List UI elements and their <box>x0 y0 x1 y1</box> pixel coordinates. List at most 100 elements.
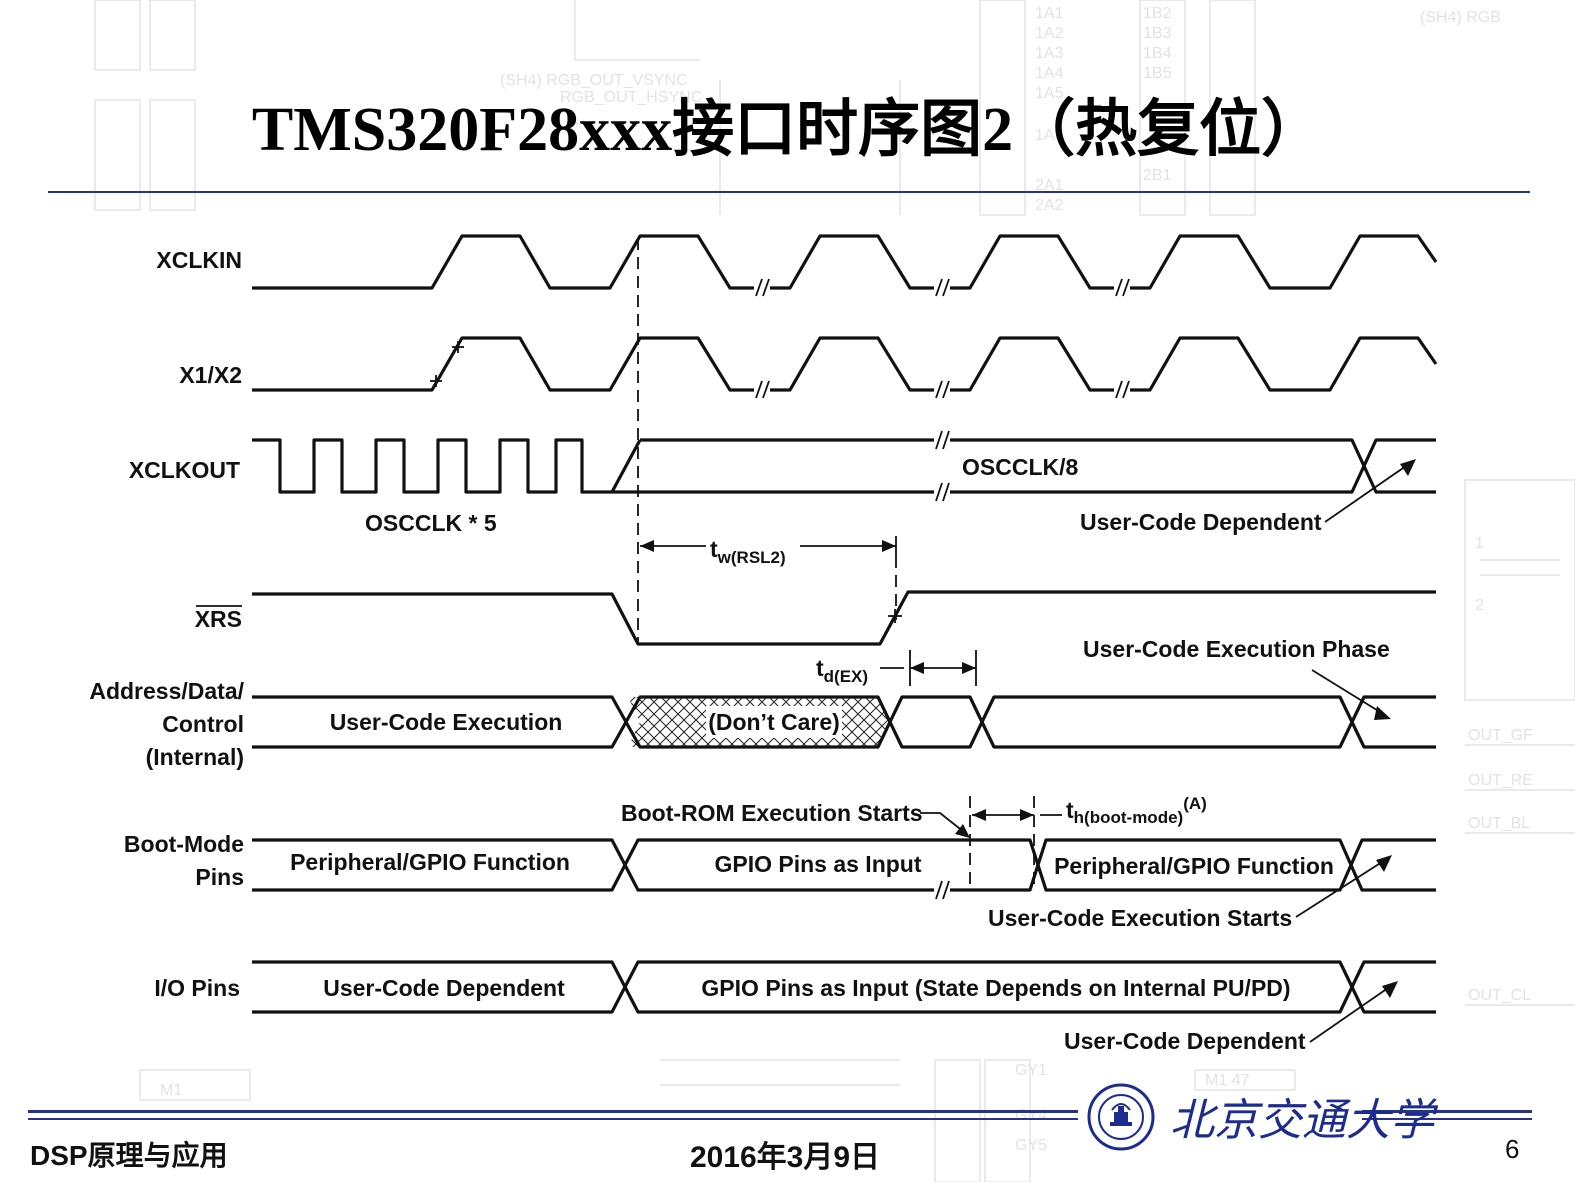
x1x2-waveform <box>252 336 1438 392</box>
footer-rule-left-bottom <box>28 1118 1078 1120</box>
svg-text:M1: M1 <box>160 1082 182 1099</box>
svg-text:1B3: 1B3 <box>1143 25 1172 42</box>
label-peripheral-gpio-2: Peripheral/GPIO Function <box>1054 853 1334 879</box>
arrowhead-exec-phase <box>1374 706 1391 720</box>
svg-text:1A3: 1A3 <box>1035 45 1064 62</box>
x1x2-break-marks <box>754 380 1130 399</box>
label-internal: (Internal) <box>146 744 244 770</box>
label-td-ex: td(EX) <box>816 655 868 686</box>
label-address-data: Address/Data/ <box>89 678 244 704</box>
th-arrow-left <box>972 809 986 821</box>
label-user-code-dependent-2: User-Code Dependent <box>1064 1028 1306 1054</box>
pointer-boot-rom-starts <box>920 812 965 833</box>
svg-text:1A4: 1A4 <box>1035 65 1064 82</box>
svg-text:1A1: 1A1 <box>1035 5 1064 22</box>
svg-text:1: 1 <box>1475 535 1484 552</box>
svg-text:2: 2 <box>1475 597 1484 614</box>
svg-text:M1 47: M1 47 <box>1205 1072 1250 1089</box>
footer-date: 2016年3月9日 <box>689 1141 881 1174</box>
boot-mode-waveform <box>252 838 1436 892</box>
svg-text:OUT_RE: OUT_RE <box>1468 772 1533 789</box>
periph-gpio-2-bg <box>1052 852 1334 880</box>
university-name: 北京交通大学 <box>1170 1096 1434 1145</box>
university-seal-icon <box>1087 1083 1155 1151</box>
tw-arrow-right <box>882 540 896 552</box>
tw-arrow-left <box>640 540 654 552</box>
label-oscclk-div8: OSCCLK/8 <box>962 454 1079 480</box>
xclkout-transition <box>610 439 642 493</box>
svg-text:1B5: 1B5 <box>1143 65 1172 82</box>
label-xclkin: XCLKIN <box>156 247 242 273</box>
xclkout-end-cross-b <box>1340 438 1436 494</box>
xclkin-waveform <box>252 234 1438 290</box>
td-arrow-right <box>962 662 976 674</box>
svg-text:GY1: GY1 <box>1015 1062 1047 1079</box>
footer-rule-right-bottom <box>1362 1118 1532 1120</box>
address-bus-waveform <box>252 695 1436 749</box>
label-user-code-execution: User-Code Execution <box>330 709 563 735</box>
pointer-user-code-exec-starts <box>1295 861 1383 918</box>
boot-mode-break-marks <box>934 880 950 900</box>
svg-text:OUT_GF: OUT_GF <box>1468 727 1533 744</box>
pointer-exec-phase <box>1311 669 1381 713</box>
svg-text:1B4: 1B4 <box>1143 45 1172 62</box>
svg-text:RGB_OUT_HSYNC: RGB_OUT_HSYNC <box>560 89 702 106</box>
footer-rule-left-top <box>28 1110 1078 1113</box>
svg-text:2A1: 2A1 <box>1035 177 1064 194</box>
arrowhead-user-code-dependent-2 <box>1382 981 1398 998</box>
bus-cross-bg <box>600 697 640 747</box>
svg-text:1B2: 1B2 <box>1143 5 1172 22</box>
footer-rule-right-top <box>1362 1110 1532 1113</box>
svg-text:(SH4) RGB: (SH4) RGB <box>1420 9 1501 26</box>
io-pins-waveform <box>252 960 1436 1014</box>
tw-label-bg <box>706 533 800 563</box>
label-control: Control <box>162 711 244 737</box>
label-tw-rsl2: tw(RSL2) <box>710 536 786 567</box>
label-user-code-execution-phase: User-Code Execution Phase <box>1083 636 1390 662</box>
label-user-code-exec-starts: User-Code Execution Starts <box>988 905 1292 931</box>
label-boot-rom-starts: Boot-ROM Execution Starts <box>621 800 923 826</box>
svg-text:OUT_BL: OUT_BL <box>1468 815 1530 832</box>
label-th-boot-mode: th(boot-mode)(A) <box>1066 794 1207 827</box>
label-dont-care: (Don’t Care) <box>708 709 840 735</box>
pointer-user-code-dependent-1 <box>1324 465 1407 523</box>
xclkin-break-marks <box>754 278 1130 297</box>
svg-text:GY5: GY5 <box>1015 1137 1047 1154</box>
page-number: 6 <box>1505 1134 1520 1164</box>
svg-text:OUT_CL: OUT_CL <box>1468 987 1531 1004</box>
svg-text:2B1: 2B1 <box>1143 167 1172 184</box>
xclkout-waveform <box>252 438 612 494</box>
title-divider <box>48 191 1530 193</box>
th-arrow-right <box>1020 809 1034 821</box>
label-peripheral-gpio-1: Peripheral/GPIO Function <box>290 849 570 875</box>
label-user-code-dependent-1: User-Code Dependent <box>1080 509 1322 535</box>
pointer-user-code-dependent-2 <box>1309 987 1389 1043</box>
label-io-gpio-input: GPIO Pins as Input (State Depends on Int… <box>701 975 1290 1001</box>
label-xclkout: XCLKOUT <box>129 457 240 483</box>
label-gpio-input: GPIO Pins as Input <box>714 851 921 877</box>
label-pins: Pins <box>195 864 244 890</box>
svg-text:1A8: 1A8 <box>1035 127 1064 144</box>
svg-text:1A5: 1A5 <box>1035 85 1064 102</box>
label-x1x2: X1/X2 <box>179 362 242 388</box>
svg-text:1A2: 1A2 <box>1035 25 1064 42</box>
xclkout-break-marks <box>934 430 950 502</box>
arrowhead-user-code-exec-starts <box>1376 855 1392 872</box>
label-boot-mode: Boot-Mode <box>124 831 244 857</box>
svg-text:2A2: 2A2 <box>1035 197 1064 214</box>
xrs-waveform <box>252 590 1436 646</box>
dont-care-label-bg <box>706 706 842 738</box>
label-io-pins: I/O Pins <box>154 975 240 1001</box>
label-xrs: XRS <box>195 606 242 632</box>
svg-text:(SH4) RGB_OUT_VSYNC: (SH4) RGB_OUT_VSYNC <box>500 72 688 89</box>
arrowhead-boot-rom-starts <box>955 824 970 838</box>
arrowhead-user-code-dependent-1 <box>1400 459 1416 476</box>
label-oscclk-x5: OSCCLK * 5 <box>365 510 497 536</box>
footer-course-name: DSP原理与应用 <box>30 1140 228 1171</box>
x1x2-tick-marks <box>430 341 464 387</box>
slide-title: TMS320F28xxx接口时序图2（热复位） <box>251 96 1324 164</box>
td-arrow-left <box>910 662 924 674</box>
label-io-user-code-dependent: User-Code Dependent <box>323 975 565 1001</box>
